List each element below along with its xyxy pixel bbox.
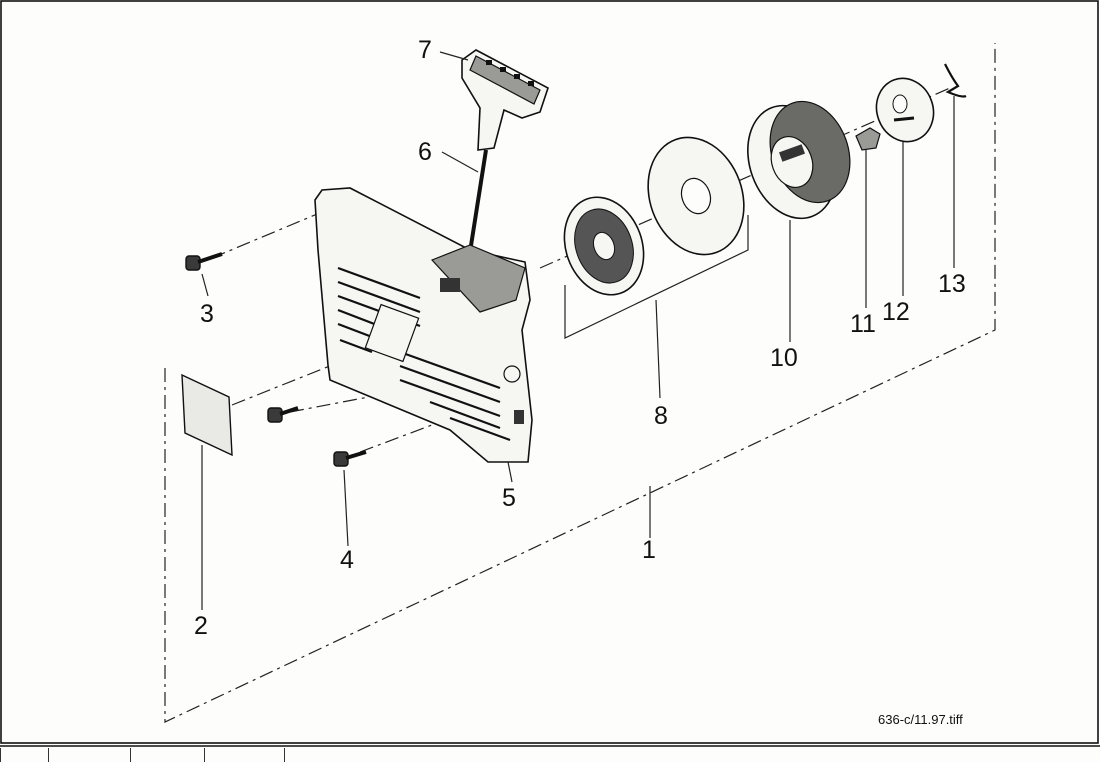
callout-2: 2 (194, 612, 208, 640)
callout-8: 8 (654, 402, 668, 430)
label-plate-part (181, 373, 233, 457)
rewind-spring-part (563, 136, 745, 296)
callout-7: 7 (418, 36, 432, 64)
footer-table-strip (0, 748, 1100, 762)
spring-clip-part (944, 63, 967, 98)
frame-border (0, 0, 1099, 744)
leader-7 (439, 51, 469, 61)
footer-cell-1 (0, 748, 53, 762)
starter-handle-part (461, 49, 549, 151)
callout-11: 11 (850, 310, 876, 338)
rope-pulley-part (747, 100, 851, 220)
leader-5 (507, 461, 513, 483)
footer-cell-5 (284, 748, 1100, 762)
axis-line-screw-upper (289, 371, 501, 413)
pawl-part (855, 127, 881, 151)
figure-file-label: 636-c/11.97.tiff (878, 712, 963, 727)
callout-13: 13 (938, 270, 966, 298)
screw-upper-part (267, 406, 299, 423)
callout-12: 12 (882, 298, 910, 326)
leader-3 (201, 273, 209, 297)
footer-cell-2 (48, 748, 135, 762)
leader-8 (655, 299, 661, 399)
leader-6 (441, 151, 479, 173)
starter-rope-part (468, 149, 488, 253)
leader-4 (343, 469, 349, 547)
callout-6: 6 (418, 138, 432, 166)
screw-4-part (333, 450, 367, 467)
footer-cell-3 (130, 748, 209, 762)
group-bracket-8 (564, 215, 749, 339)
callout-1: 1 (642, 536, 656, 564)
callout-4: 4 (340, 546, 354, 574)
callout-5: 5 (502, 484, 516, 512)
fan-housing-part (314, 187, 533, 463)
axis-line-screw-3 (211, 211, 323, 259)
washer-part (875, 77, 935, 143)
screw-3-part (185, 252, 223, 271)
assembly-bracket (164, 43, 996, 723)
callout-3: 3 (200, 300, 214, 328)
footer-cell-4 (204, 748, 289, 762)
callout-10: 10 (770, 344, 798, 372)
